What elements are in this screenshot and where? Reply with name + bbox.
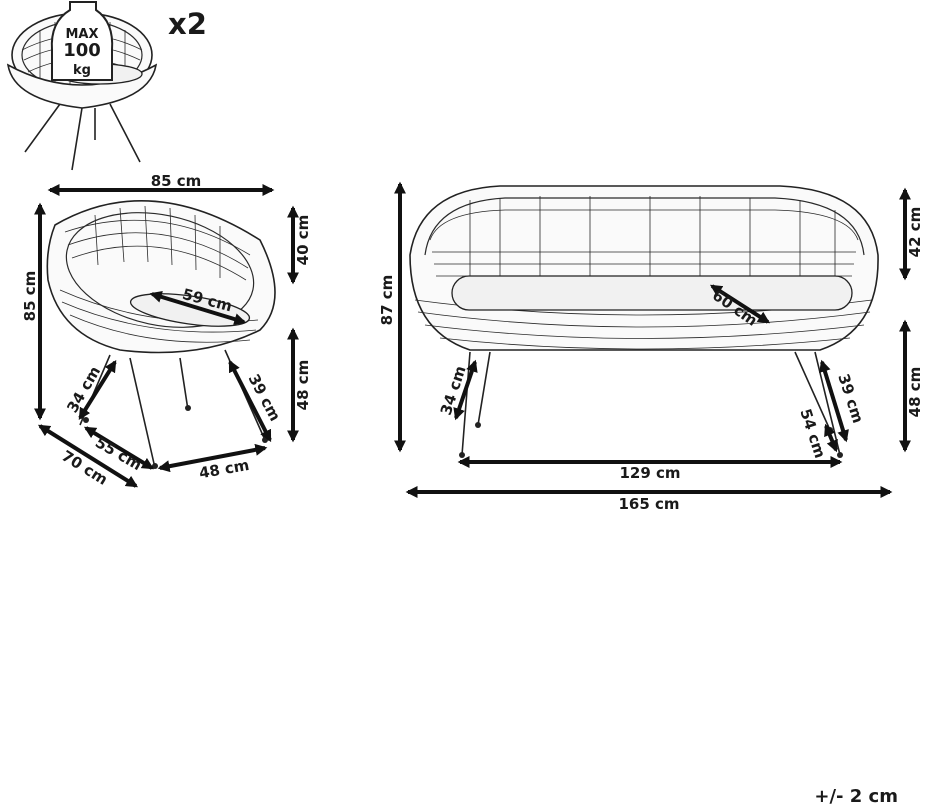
max-load-badge: MAX 100 kg <box>50 1 114 81</box>
chair-seat-height-label: 48 cm <box>294 360 312 411</box>
badge-unit: kg <box>73 63 91 78</box>
sofa-base-width-label: 129 cm <box>619 464 680 482</box>
chair-drawing <box>46 200 276 469</box>
sofa-height-label: 87 cm <box>378 275 396 326</box>
sofa-overall-width-label: 165 cm <box>618 495 679 513</box>
sofa-backrest-label: 42 cm <box>906 207 924 258</box>
chair-rear-leg-label: 39 cm <box>245 371 285 424</box>
chair-backrest-label: 40 cm <box>294 215 312 266</box>
badge-max-label: MAX <box>65 27 98 42</box>
badge-value: 100 <box>63 40 101 61</box>
tolerance-note: +/- 2 cm <box>814 786 898 807</box>
quantity-label: x2 <box>168 7 207 41</box>
chair-dimensions: 85 cm 85 cm 40 cm 48 cm 59 cm 34 cm 39 c… <box>21 172 312 489</box>
chair-height-label: 85 cm <box>21 271 39 322</box>
chair-width-label: 85 cm <box>151 172 202 190</box>
sofa-seat-height-label: 48 cm <box>906 367 924 418</box>
sofa-leg-spread-label: 54 cm <box>796 407 829 461</box>
